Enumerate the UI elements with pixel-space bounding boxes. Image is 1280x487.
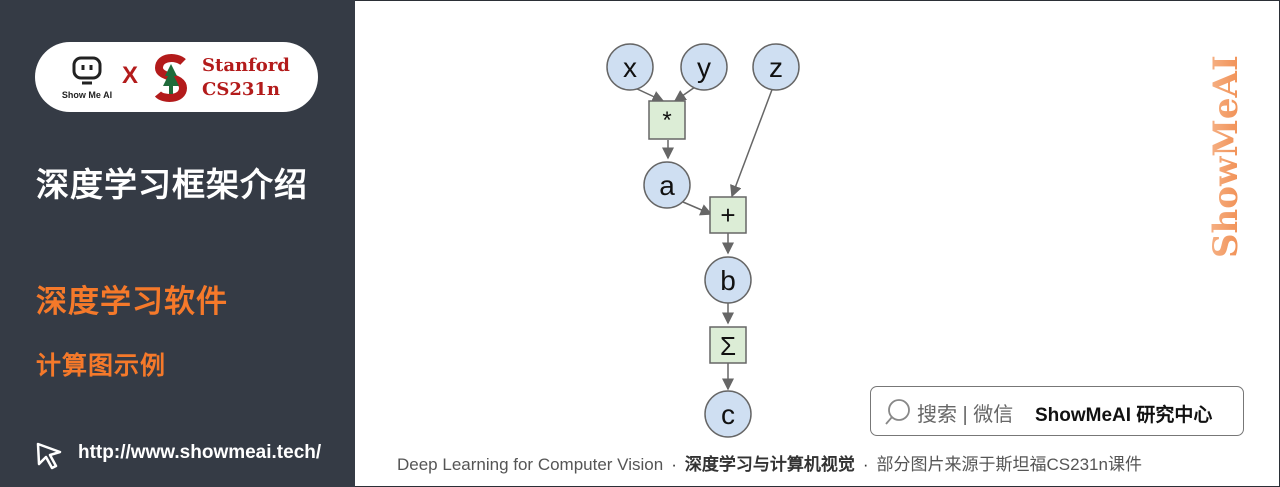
node-x: x: [606, 43, 654, 91]
node-y-label: y: [697, 52, 711, 83]
cursor-icon: [34, 440, 66, 472]
footer-separator-2: ·: [862, 455, 869, 474]
node-b: b: [704, 256, 752, 304]
website-link[interactable]: http://www.showmeai.tech/: [78, 442, 322, 463]
times-symbol: X: [122, 62, 139, 89]
stanford-cs231n-label: Stanford CS231n: [202, 54, 290, 102]
search-box[interactable]: 搜索 | 微信 ShowMeAI 研究中心: [870, 386, 1244, 436]
node-z: z: [752, 43, 800, 91]
node-c-label: c: [721, 399, 735, 430]
node-b-label: b: [720, 265, 736, 296]
search-label: 搜索 | 微信: [917, 404, 1014, 426]
footer-middle: 深度学习与计算机视觉: [684, 455, 855, 474]
op-sum-label: Σ: [720, 331, 736, 361]
sidebar: Show Me AI X Stanford CS231n 深度学习框架介绍 深度…: [0, 0, 355, 487]
node-c: c: [704, 390, 752, 438]
op-sum: Σ: [709, 326, 747, 364]
logo-badge: Show Me AI X Stanford CS231n: [35, 42, 318, 112]
node-a-label: a: [659, 170, 675, 201]
edge-y-mul: [673, 86, 696, 102]
op-add: +: [709, 196, 747, 234]
node-x-label: x: [623, 52, 637, 83]
stanford-line-2: CS231n: [202, 79, 280, 100]
footer-left: Deep Learning for Computer Vision: [397, 455, 664, 474]
sidebar-section: 深度学习软件: [36, 284, 228, 319]
op-multiply-label: *: [662, 107, 671, 134]
watermark-text: ShowMeAI: [1207, 55, 1246, 258]
op-add-label: +: [720, 200, 735, 230]
search-icon: [883, 397, 913, 427]
edge-z-add: [730, 86, 774, 198]
footer-caption: Deep Learning for Computer Vision · 深度学习与计…: [397, 450, 1142, 475]
computational-graph: x y z a b c * +: [580, 30, 820, 455]
showmeai-logo-text: Show Me AI: [61, 90, 113, 100]
footer-separator-1: ·: [671, 455, 677, 474]
footer-right: 部分图片来源于斯坦福CS231n课件: [876, 455, 1142, 474]
showmeai-watermark: ShowMeAI: [1206, 40, 1247, 260]
showmeai-logo: Show Me AI: [57, 54, 117, 104]
search-brand: ShowMeAI 研究中心: [1035, 405, 1213, 426]
node-z-label: z: [769, 52, 783, 83]
sidebar-title: 深度学习框架介绍: [36, 166, 308, 203]
node-a: a: [643, 161, 691, 209]
edge-a-add: [682, 201, 713, 216]
stanford-line-1: Stanford: [202, 55, 290, 76]
op-multiply: *: [648, 100, 686, 140]
node-y: y: [680, 43, 728, 91]
stanford-logo: [153, 54, 189, 102]
sidebar-subsection: 计算图示例: [36, 352, 167, 380]
